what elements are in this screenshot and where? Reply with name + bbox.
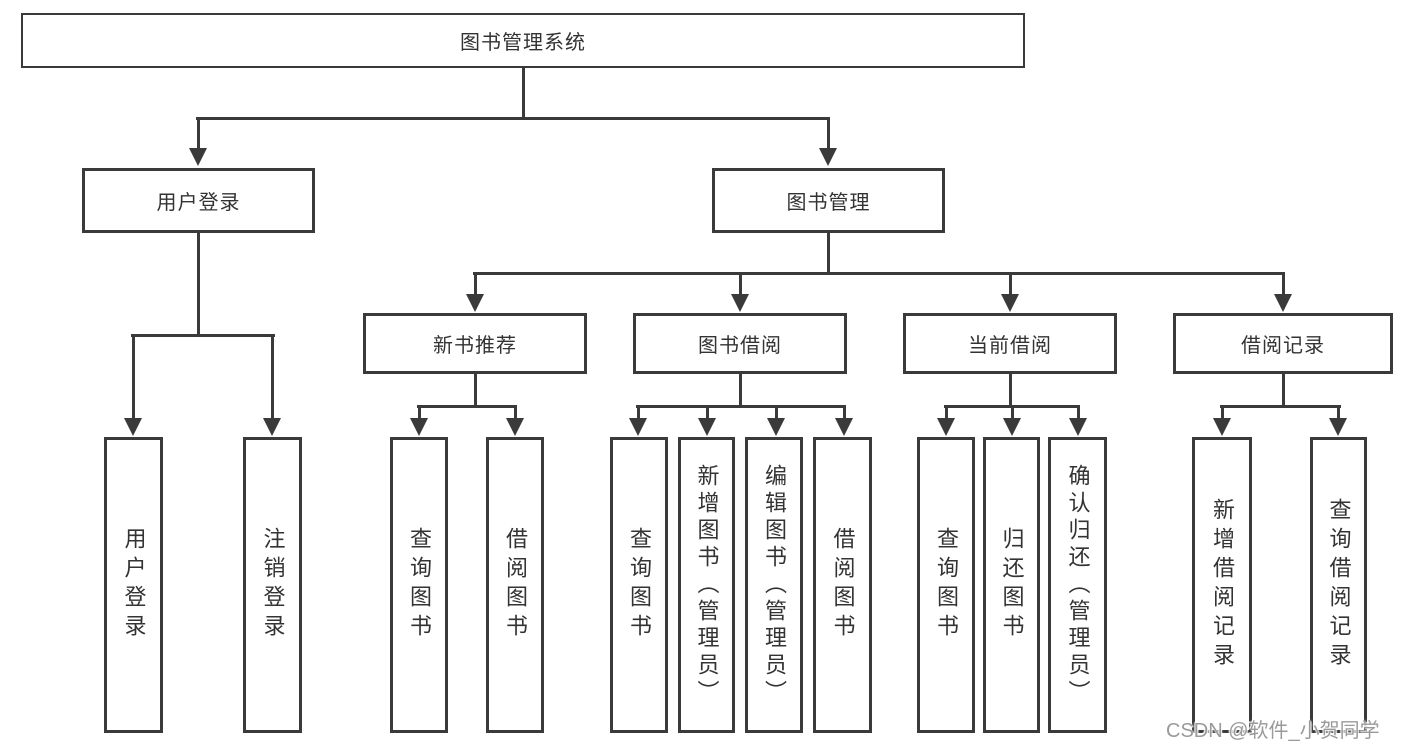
connector-line (706, 405, 709, 419)
leaf-edit-book-admin: 编辑图书（管理员） (745, 437, 803, 733)
arrowhead-icon (124, 418, 142, 436)
arrowhead-icon (1003, 418, 1021, 436)
leaf-borrow-books-borrow: 借阅图书 (813, 437, 872, 733)
connector-line (522, 66, 525, 118)
connector-line (197, 117, 200, 150)
leaf-return-book: 归还图书 (983, 437, 1040, 733)
connector-line (945, 405, 948, 419)
leaf-query-borrow-record: 查询借阅记录 (1310, 437, 1367, 733)
node-borrow-records: 借阅记录 (1173, 313, 1393, 374)
connector-line (739, 374, 742, 407)
connector-line (843, 405, 846, 419)
arrowhead-icon (410, 418, 428, 436)
leaf-edit-book-admin-label: 编辑图书（管理员） (762, 463, 787, 707)
leaf-query-books-current: 查询图书 (917, 437, 975, 733)
arrowhead-icon (1213, 418, 1231, 436)
leaf-borrow-books-borrow-label: 借阅图书 (830, 527, 856, 643)
leaf-logout-label: 注销登录 (260, 527, 286, 643)
arrowhead-icon (263, 418, 281, 436)
connector-line (1009, 272, 1012, 296)
leaf-add-book-admin: 新增图书（管理员） (678, 437, 735, 733)
leaf-add-borrow-record-label: 新增借阅记录 (1210, 498, 1235, 672)
connector-line (197, 233, 200, 336)
arrowhead-icon (937, 418, 955, 436)
node-book-management: 图书管理 (712, 168, 945, 233)
connector-line (827, 117, 830, 150)
leaf-add-book-admin-label: 新增图书（管理员） (694, 463, 720, 707)
connector-line (417, 405, 517, 408)
leaf-query-borrow-record-label: 查询借阅记录 (1326, 498, 1352, 672)
leaf-query-books-recommend: 查询图书 (390, 437, 448, 733)
connector-line (1221, 405, 1224, 419)
arrowhead-icon (1274, 294, 1292, 312)
connector-line (1011, 405, 1014, 419)
arrowhead-icon (1069, 418, 1087, 436)
connector-line (196, 117, 830, 120)
connector-line (1282, 374, 1285, 407)
node-new-book-recommend-label: 新书推荐 (433, 335, 517, 357)
connector-line (474, 374, 477, 407)
arrowhead-icon (835, 418, 853, 436)
connector-line (1337, 405, 1340, 419)
node-current-borrow: 当前借阅 (903, 313, 1117, 374)
arrowhead-icon (698, 418, 716, 436)
connector-line (1009, 374, 1012, 407)
arrowhead-icon (189, 148, 207, 166)
connector-line (473, 272, 1285, 275)
arrowhead-icon (629, 418, 647, 436)
node-new-book-recommend: 新书推荐 (363, 313, 587, 374)
leaf-user-login-label: 用户登录 (121, 527, 147, 643)
arrowhead-icon (1329, 418, 1347, 436)
leaf-query-books-recommend-label: 查询图书 (407, 527, 432, 643)
node-borrow-records-label: 借阅记录 (1241, 335, 1325, 357)
leaf-logout: 注销登录 (243, 437, 302, 733)
leaf-confirm-return-admin-label: 确认归还（管理员） (1065, 463, 1091, 707)
leaf-return-book-label: 归还图书 (999, 527, 1025, 643)
connector-line (418, 405, 421, 419)
leaf-borrow-books-recommend-label: 借阅图书 (503, 527, 528, 643)
connector-line (271, 334, 274, 420)
connector-line (1220, 405, 1341, 408)
node-current-borrow-label: 当前借阅 (968, 335, 1052, 357)
node-book-management-label: 图书管理 (786, 192, 871, 214)
connector-line (1282, 272, 1285, 296)
connector-line (636, 405, 846, 408)
node-root-label: 图书管理系统 (460, 32, 586, 54)
csdn-watermark: CSDN @软件_小贺同学 (1166, 720, 1380, 742)
connector-line (739, 272, 742, 296)
node-book-borrow: 图书借阅 (633, 313, 847, 374)
connector-line (637, 405, 640, 419)
connector-line (514, 405, 517, 419)
leaf-add-borrow-record: 新增借阅记录 (1192, 437, 1252, 733)
connector-line (775, 405, 778, 419)
leaf-query-books-current-label: 查询图书 (934, 527, 959, 643)
node-user-login-label: 用户登录 (156, 192, 241, 214)
connector-line (1077, 405, 1080, 419)
arrowhead-icon (819, 148, 837, 166)
leaf-query-books-borrow-label: 查询图书 (627, 527, 652, 643)
leaf-query-books-borrow: 查询图书 (610, 437, 668, 733)
arrowhead-icon (466, 294, 484, 312)
arrowhead-icon (731, 294, 749, 312)
connector-line (827, 233, 830, 274)
arrowhead-icon (506, 418, 524, 436)
connector-line (474, 272, 477, 296)
node-book-borrow-label: 图书借阅 (698, 335, 782, 357)
leaf-confirm-return-admin: 确认归还（管理员） (1048, 437, 1107, 733)
node-user-login: 用户登录 (82, 168, 315, 233)
leaf-borrow-books-recommend: 借阅图书 (486, 437, 544, 733)
leaf-user-login: 用户登录 (104, 437, 163, 733)
arrowhead-icon (1001, 294, 1019, 312)
connector-line (131, 334, 275, 337)
connector-line (132, 334, 135, 420)
arrowhead-icon (767, 418, 785, 436)
node-root: 图书管理系统 (21, 13, 1025, 68)
